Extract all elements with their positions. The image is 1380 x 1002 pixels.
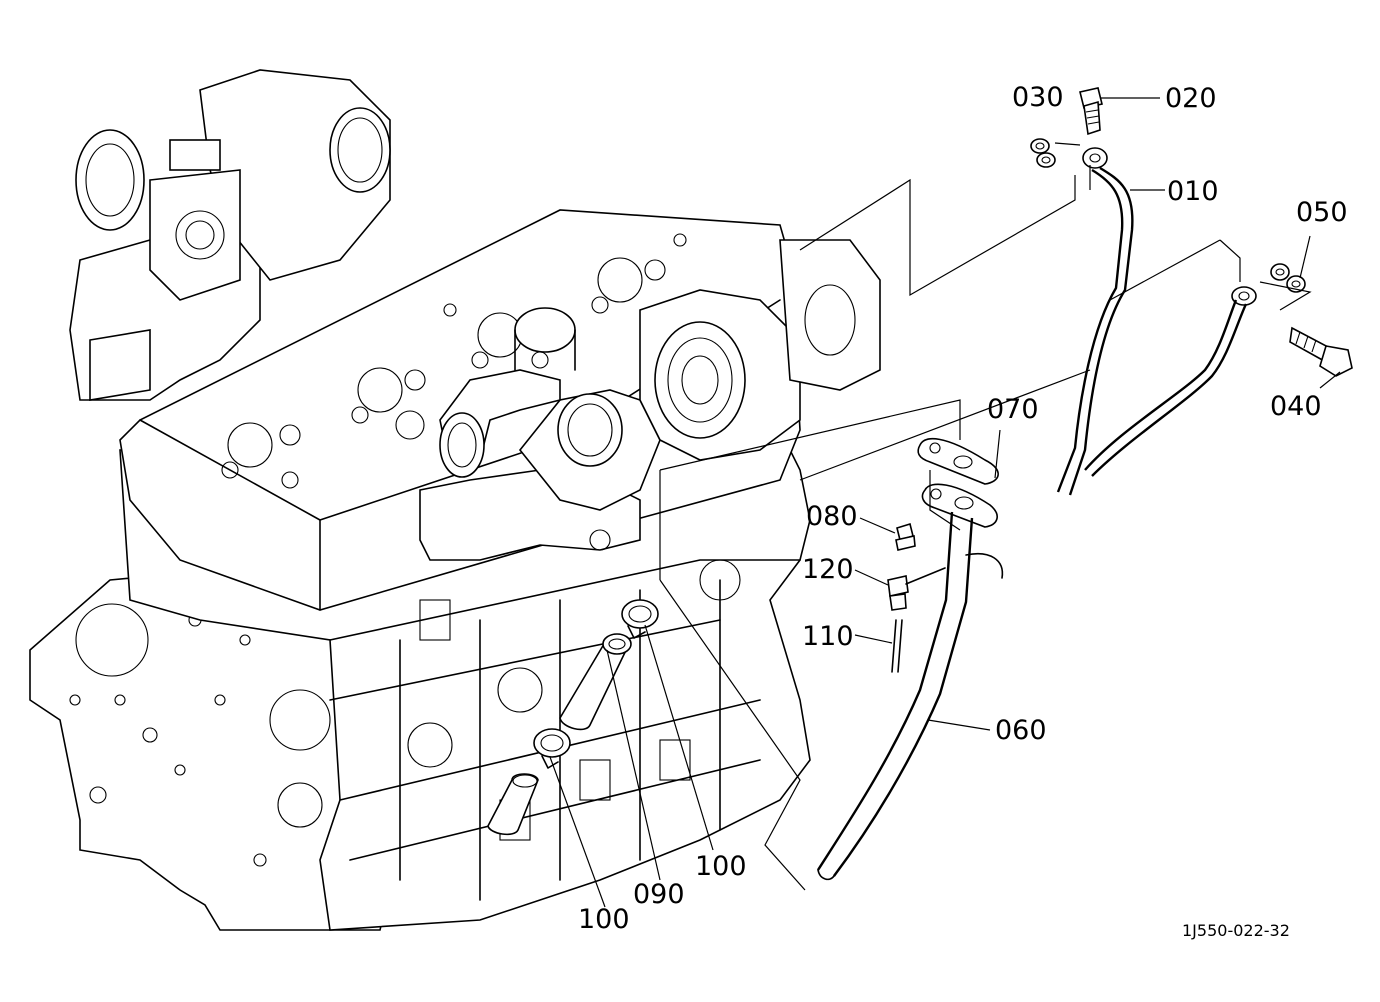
hollow-bolt-020 (1079, 87, 1103, 136)
callout-010: 010 (1167, 176, 1219, 207)
oil-pipe-010 (1056, 147, 1134, 496)
figure-id: 1J550-022-32 (1182, 921, 1290, 940)
callout-100-lower: 100 (578, 904, 630, 935)
callout-020: 020 (1165, 83, 1217, 114)
engine-assembly-illustration (29, 69, 881, 931)
gasket-030 (1030, 138, 1056, 168)
callout-060: 060 (995, 715, 1047, 746)
alignment-lines (659, 165, 1312, 891)
eye-bolt-040 (1289, 326, 1353, 377)
oil-return-fitting (487, 773, 539, 836)
bolt-080 (895, 522, 916, 551)
oil-return-pipe-060 (816, 483, 1004, 881)
callout-080: 080 (806, 501, 858, 532)
hose-clamp-100-lower (533, 728, 571, 769)
callout-040: 040 (1270, 391, 1322, 422)
feed-pipe (1084, 286, 1257, 477)
hose-090 (559, 633, 632, 731)
clip-120 (887, 567, 946, 611)
callout-labels: 030 020 010 050 040 070 080 120 110 060 … (578, 82, 1348, 940)
flange-gasket-070 (917, 438, 999, 485)
callout-leaders (549, 97, 1341, 908)
callout-070: 070 (987, 394, 1039, 425)
callout-050: 050 (1296, 197, 1348, 228)
callout-100-upper: 100 (695, 851, 747, 882)
callout-090: 090 (633, 879, 685, 910)
hose-clamp-100-upper (621, 599, 659, 639)
callout-120: 120 (802, 554, 854, 585)
pin-110 (891, 619, 903, 673)
callout-110: 110 (802, 621, 854, 652)
callout-030: 030 (1012, 82, 1064, 113)
